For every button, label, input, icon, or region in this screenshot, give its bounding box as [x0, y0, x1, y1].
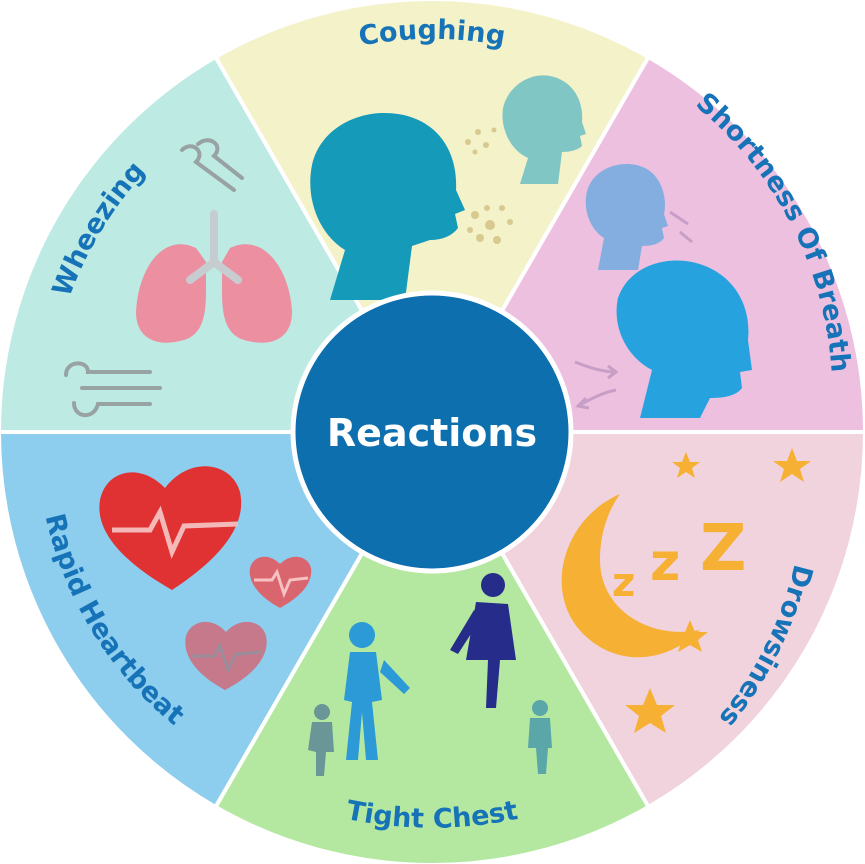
large-breathing-head — [616, 260, 752, 418]
star-icons — [625, 448, 811, 733]
left-lung-icon — [136, 244, 206, 343]
large-heart-icon — [99, 466, 242, 590]
moon-sleep-icon: z z Z — [561, 448, 811, 733]
heart-rate-icon — [99, 466, 312, 690]
small-heart-icon — [185, 621, 267, 690]
breath-arrows-icon — [574, 210, 693, 410]
center-hub[interactable]: Reactions — [290, 290, 574, 574]
cough-droplets-icon — [465, 127, 513, 244]
small-figure-left-icon — [308, 704, 334, 776]
head-coughing-icon — [310, 75, 586, 300]
right-lung-icon — [222, 244, 292, 343]
crescent-moon-icon — [561, 494, 700, 658]
woman-figure-icon — [450, 573, 516, 708]
trachea-icon — [186, 210, 242, 284]
wind-lines-icon — [64, 138, 244, 418]
small-head-silhouette — [502, 75, 586, 184]
segment-drowsiness-fill — [428, 430, 865, 810]
lungs-icon — [64, 138, 292, 418]
zzz-letters-icon: z z Z — [612, 512, 746, 606]
large-head-silhouette — [310, 112, 465, 300]
head-breathing-icon — [574, 164, 752, 418]
segment-drowsiness[interactable] — [428, 430, 865, 810]
small-breathing-head — [585, 164, 668, 270]
svg-text:z: z — [612, 560, 635, 606]
large-heart-pulse — [112, 505, 239, 560]
center-circle — [290, 290, 574, 574]
center-label: Reactions — [327, 411, 537, 455]
medium-heart-pulse — [254, 568, 309, 599]
small-heart-pulse — [192, 642, 263, 674]
svg-text:z: z — [650, 533, 680, 593]
svg-text:Z: Z — [700, 512, 746, 586]
people-chest-icon — [308, 573, 552, 776]
man-figure-icon — [344, 622, 410, 760]
small-figure-right-icon — [528, 700, 552, 774]
